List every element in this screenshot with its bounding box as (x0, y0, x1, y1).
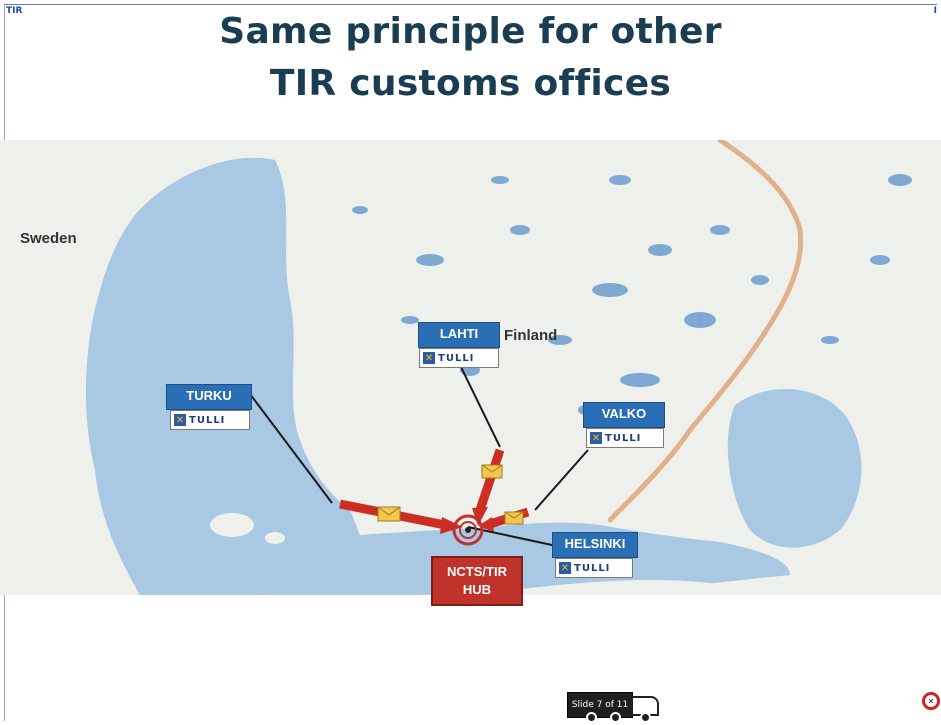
route-arrow-lahti (472, 507, 488, 526)
office-lahti: LAHTI (418, 322, 500, 348)
ncts-tir-hub: NCTS/TIR HUB (431, 556, 523, 606)
envelope-icon (504, 511, 524, 525)
slide-frame-top (4, 4, 937, 5)
slide-title-line2: TIR customs offices (269, 63, 672, 104)
office-helsinki: HELSINKI (552, 532, 638, 558)
route-arrow-turku (440, 517, 463, 534)
gulf-of-bothnia (85, 157, 360, 595)
tulli-badge-helsinki: ✕ TULLI (555, 558, 633, 578)
tulli-label: TULLI (189, 414, 226, 426)
tulli-label: TULLI (605, 432, 642, 444)
customs-crest-icon: ✕ (559, 562, 571, 574)
corner-logo: I (933, 6, 937, 16)
customs-crest-icon: ✕ (174, 414, 186, 426)
tulli-badge-turku: ✕ TULLI (170, 410, 250, 430)
hub-line2: HUB (462, 582, 492, 598)
truck-wheel (640, 712, 651, 723)
nav-circle-icon[interactable]: ✕ (922, 692, 940, 710)
route-arrow-valko (478, 517, 494, 532)
slide-title-line1: Same principle for other (219, 11, 722, 52)
customs-crest-icon: ✕ (423, 352, 435, 364)
office-turku: TURKU (166, 384, 252, 410)
country-label-finland: Finland (504, 327, 558, 344)
aland-island (210, 513, 254, 537)
truck-wheel (586, 712, 597, 723)
country-label-sweden: Sweden (20, 230, 77, 247)
hub-line1: NCTS/TIR (447, 564, 507, 579)
envelope-icon (377, 506, 401, 522)
envelope-icon (481, 464, 503, 479)
tulli-badge-lahti: ✕ TULLI (419, 348, 499, 368)
tulli-label: TULLI (574, 562, 611, 574)
tulli-label: TULLI (438, 352, 475, 364)
tulli-badge-valko: ✕ TULLI (586, 428, 664, 448)
truck-wheel (610, 712, 621, 723)
tir-logo: TIR (6, 6, 23, 16)
east-land (915, 140, 941, 400)
border-line (607, 140, 804, 523)
slide-title: Same principle for other TIR customs off… (0, 8, 941, 112)
gulf-of-finland (260, 522, 790, 595)
lake-ladoga (727, 388, 862, 548)
customs-crest-icon: ✕ (590, 432, 602, 444)
small-island (265, 532, 285, 544)
helsinki-target-icon (452, 514, 484, 546)
office-valko: VALKO (583, 402, 665, 428)
estonia-coast (470, 580, 760, 595)
slide-counter[interactable]: Slide 7 of 11 (567, 692, 633, 718)
